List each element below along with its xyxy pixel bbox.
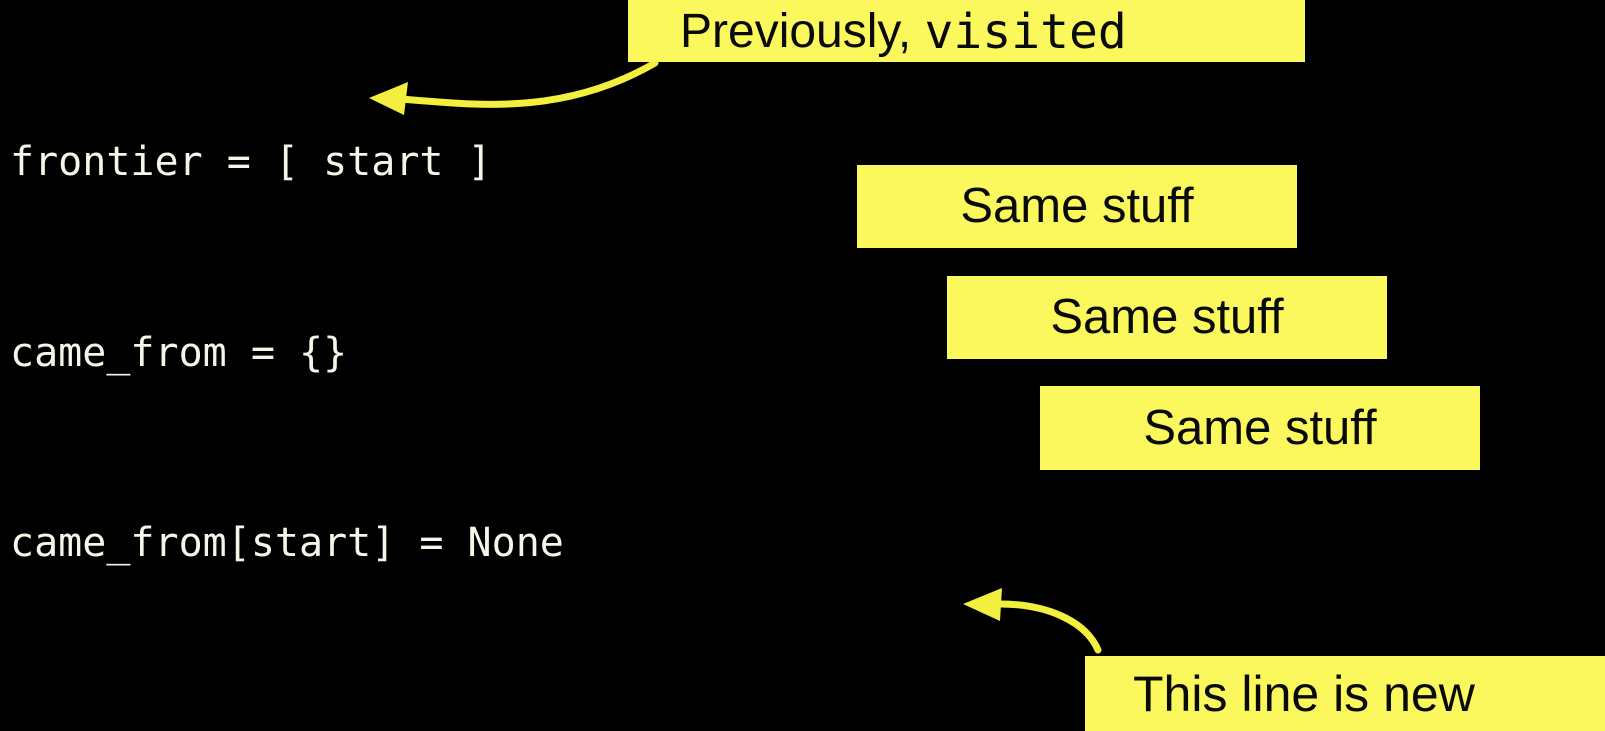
callout-same-stuff-2-label: Same stuff: [1050, 290, 1284, 344]
callout-same-stuff-1-label: Same stuff: [960, 179, 1194, 233]
code-line-came-from-start: came_from[start] = None: [10, 520, 564, 566]
callout-same-stuff-3: Same stuff: [1040, 386, 1480, 470]
callout-previously: Previously, visited: [628, 0, 1305, 62]
callout-same-stuff-2: Same stuff: [947, 276, 1387, 359]
callout-previously-label-sans: Previously,: [680, 5, 925, 58]
callout-previously-label-mono: visited: [924, 4, 1127, 60]
callout-line-is-new-label: This line is new: [1133, 665, 1475, 722]
code-line-frontier-init: frontier = [ start ]: [10, 139, 492, 185]
code-block: frontier = [ start ] came_from = {} came…: [10, 4, 1010, 731]
code-line-blank: [10, 703, 1010, 731]
callout-line-is-new: This line is new: [1085, 656, 1605, 731]
code-line-came-from-init: came_from = {}: [10, 329, 348, 376]
callout-same-stuff-1: Same stuff: [857, 165, 1297, 248]
callout-same-stuff-3-label: Same stuff: [1143, 400, 1377, 455]
